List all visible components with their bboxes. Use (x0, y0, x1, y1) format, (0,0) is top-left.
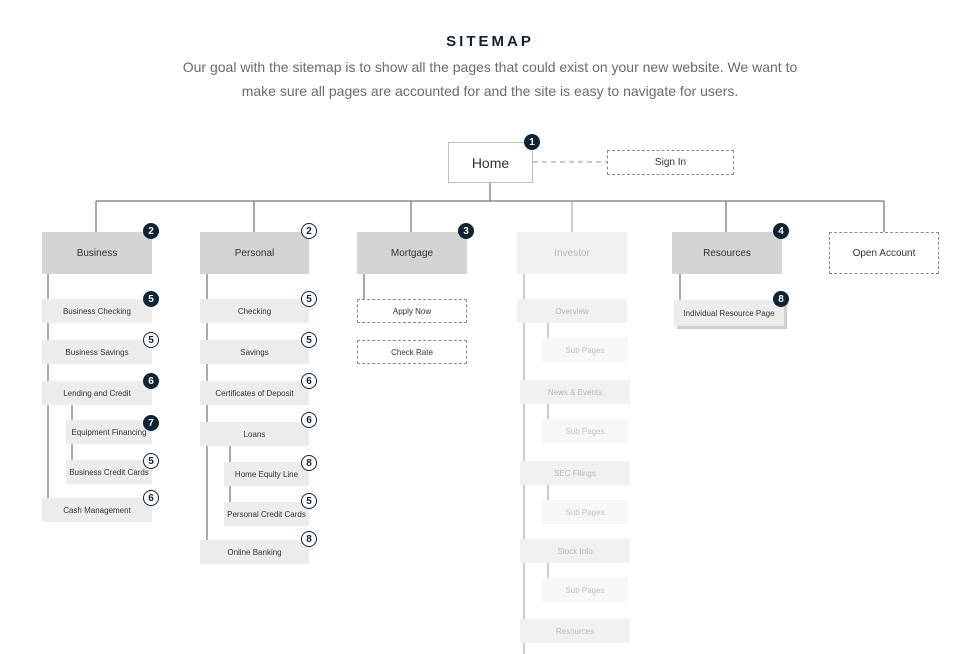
check-rate-node[interactable]: Check Rate (357, 340, 467, 364)
mortgage-badge: 3 (458, 223, 474, 239)
savings-node[interactable]: Savings (200, 340, 309, 364)
investor-node[interactable]: Investor (517, 232, 627, 274)
lending-credit-node[interactable]: Lending and Credit (42, 381, 152, 405)
investor-subpages-node[interactable]: Sub Pages (542, 578, 628, 602)
online-banking-node[interactable]: Online Banking (200, 540, 309, 564)
business-checking-node[interactable]: Business Checking (42, 299, 152, 323)
sec-filings-node[interactable]: SEC Filings (520, 461, 630, 485)
loans-badge: 6 (301, 412, 317, 428)
investor-subpages-node[interactable]: Sub Pages (542, 338, 628, 362)
business-credit-cards-badge: 5 (143, 453, 159, 469)
open-account-node[interactable]: Open Account (829, 232, 939, 274)
news-events-node[interactable]: News & Events (520, 380, 630, 404)
sign-in-node[interactable]: Sign In (607, 150, 734, 175)
home-equity-line-node[interactable]: Home Equity Line (224, 462, 309, 486)
home-badge: 1 (524, 134, 540, 150)
individual-resource-page-node[interactable]: Individual Resource Page (674, 300, 784, 326)
certificates-deposit-badge: 6 (301, 373, 317, 389)
certificates-deposit-node[interactable]: Certificates of Deposit (200, 381, 309, 405)
resources-node[interactable]: Resources (672, 232, 782, 274)
investor-subpages-node[interactable]: Sub Pages (542, 419, 628, 443)
page-subtitle-line1: Our goal with the sitemap is to show all… (182, 59, 798, 75)
mortgage-node[interactable]: Mortgage (357, 232, 467, 274)
equipment-financing-badge: 7 (143, 415, 159, 431)
business-savings-badge: 5 (143, 332, 159, 348)
loans-node[interactable]: Loans (200, 422, 309, 446)
investor-overview-node[interactable]: Overview (517, 299, 627, 323)
investor-subpages-node[interactable]: Sub Pages (542, 500, 628, 524)
investor-resources-node[interactable]: Resources (520, 619, 630, 643)
business-checking-badge: 5 (143, 291, 159, 307)
page-subtitle-line2: make sure all pages are accounted for an… (241, 83, 739, 99)
checking-badge: 5 (301, 291, 317, 307)
stock-info-node[interactable]: Stock Info (520, 539, 630, 563)
checking-node[interactable]: Checking (200, 299, 309, 323)
home-node[interactable]: Home (448, 142, 533, 183)
personal-credit-cards-node[interactable]: Personal Credit Cards (224, 502, 309, 526)
personal-credit-cards-badge: 5 (301, 493, 317, 509)
business-badge: 2 (143, 223, 159, 239)
page-title: SITEMAP (446, 33, 534, 50)
apply-now-node[interactable]: Apply Now (357, 299, 467, 323)
equipment-financing-node[interactable]: Equipment Financing (66, 420, 152, 444)
business-node[interactable]: Business (42, 232, 152, 274)
cash-management-badge: 6 (143, 490, 159, 506)
savings-badge: 5 (301, 332, 317, 348)
home-equity-line-badge: 8 (301, 455, 317, 471)
cash-management-node[interactable]: Cash Management (42, 498, 152, 522)
online-banking-badge: 8 (301, 531, 317, 547)
personal-badge: 2 (301, 223, 317, 239)
business-credit-cards-node[interactable]: Business Credit Cards (66, 460, 152, 484)
lending-credit-badge: 6 (143, 373, 159, 389)
resources-badge: 4 (773, 223, 789, 239)
personal-node[interactable]: Personal (200, 232, 309, 274)
business-savings-node[interactable]: Business Savings (42, 340, 152, 364)
individual-resource-page-badge: 8 (773, 291, 789, 307)
